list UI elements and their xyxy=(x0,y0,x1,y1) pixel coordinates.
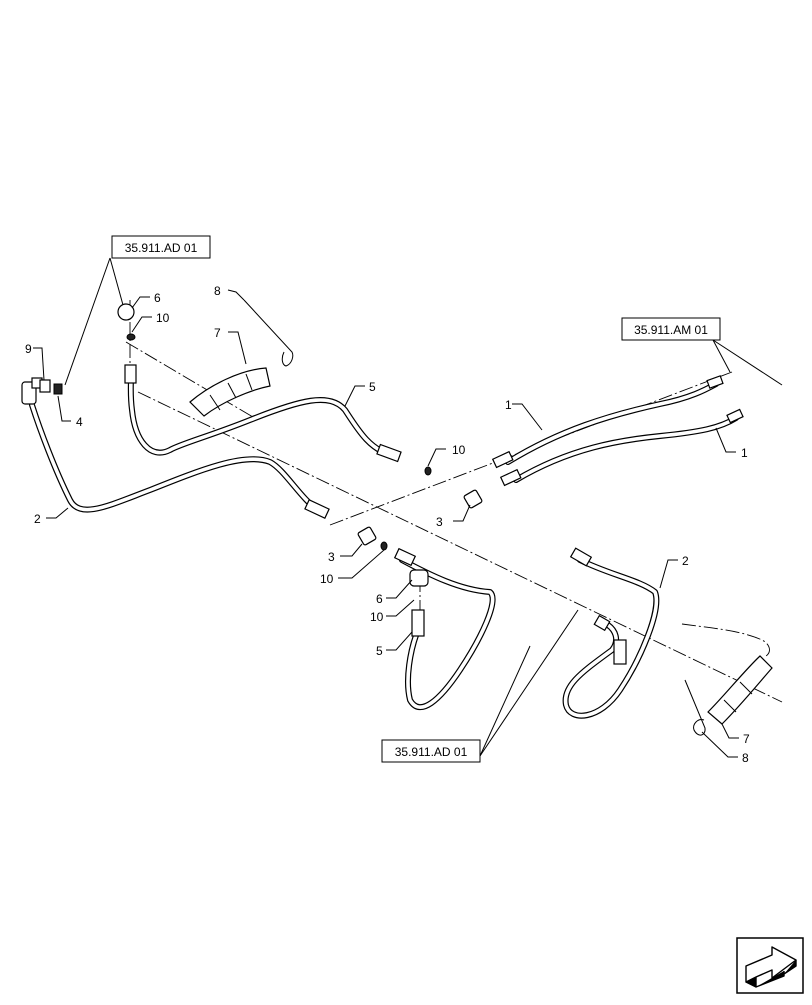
callout-10-upper-left: 10 xyxy=(156,311,170,325)
callout-10-lower: 10 xyxy=(370,610,384,624)
reference-top-left-label: 35.911.AD 01 xyxy=(125,241,198,255)
tie-8-upper xyxy=(243,299,294,367)
callout-9: 9 xyxy=(25,342,32,356)
callout-7-right: 7 xyxy=(743,732,750,746)
seal-10-left xyxy=(380,541,388,551)
fitting-3-right xyxy=(463,489,483,509)
reference-bottom[interactable]: 35.911.AD 01 xyxy=(381,739,481,763)
seal-10-center xyxy=(424,466,432,476)
hose-2-left xyxy=(21,377,330,519)
callout-7-left: 7 xyxy=(214,326,221,340)
hose-2-right xyxy=(562,547,660,719)
reference-right-label: 35.911.AM 01 xyxy=(634,323,708,337)
callout-6-lower: 6 xyxy=(376,592,383,606)
callout-numbers: 1 1 2 2 3 3 4 5 5 6 6 7 7 8 8 9 10 10 10… xyxy=(25,284,750,765)
callout-3-left: 3 xyxy=(328,550,335,564)
reference-top-left[interactable]: 35.911.AD 01 xyxy=(111,235,211,259)
callout-2-right: 2 xyxy=(682,554,689,568)
fitting-6-upper xyxy=(117,303,136,341)
callout-2-left: 2 xyxy=(34,512,41,526)
hose-1-upper xyxy=(491,375,724,469)
hose-5-lower xyxy=(393,547,496,711)
callout-8-right: 8 xyxy=(742,751,749,765)
callout-5-lower: 5 xyxy=(376,644,383,658)
callout-8-left: 8 xyxy=(214,284,221,298)
callout-1-lower: 1 xyxy=(741,446,748,460)
callout-4: 4 xyxy=(76,415,83,429)
callout-5-upper: 5 xyxy=(369,380,376,394)
callout-6-upper: 6 xyxy=(154,291,161,305)
callout-1-upper: 1 xyxy=(505,398,512,412)
leader-lines xyxy=(33,257,783,758)
tie-8-lower xyxy=(681,623,770,736)
guard-7-lower xyxy=(707,655,773,725)
next-page-arrow-icon[interactable] xyxy=(736,937,804,994)
hose-5-upper xyxy=(124,364,402,463)
callout-10-left: 10 xyxy=(320,572,334,586)
fitting-9-4 xyxy=(39,379,63,395)
callout-3-right: 3 xyxy=(436,515,443,529)
reference-right[interactable]: 35.911.AM 01 xyxy=(621,317,721,341)
callout-10-center: 10 xyxy=(452,443,466,457)
fitting-3-left xyxy=(357,526,377,546)
guard-7-upper xyxy=(189,367,271,417)
reference-bottom-label: 35.911.AD 01 xyxy=(395,745,468,759)
center-lines xyxy=(125,300,783,703)
hose-1-lower xyxy=(499,408,744,487)
